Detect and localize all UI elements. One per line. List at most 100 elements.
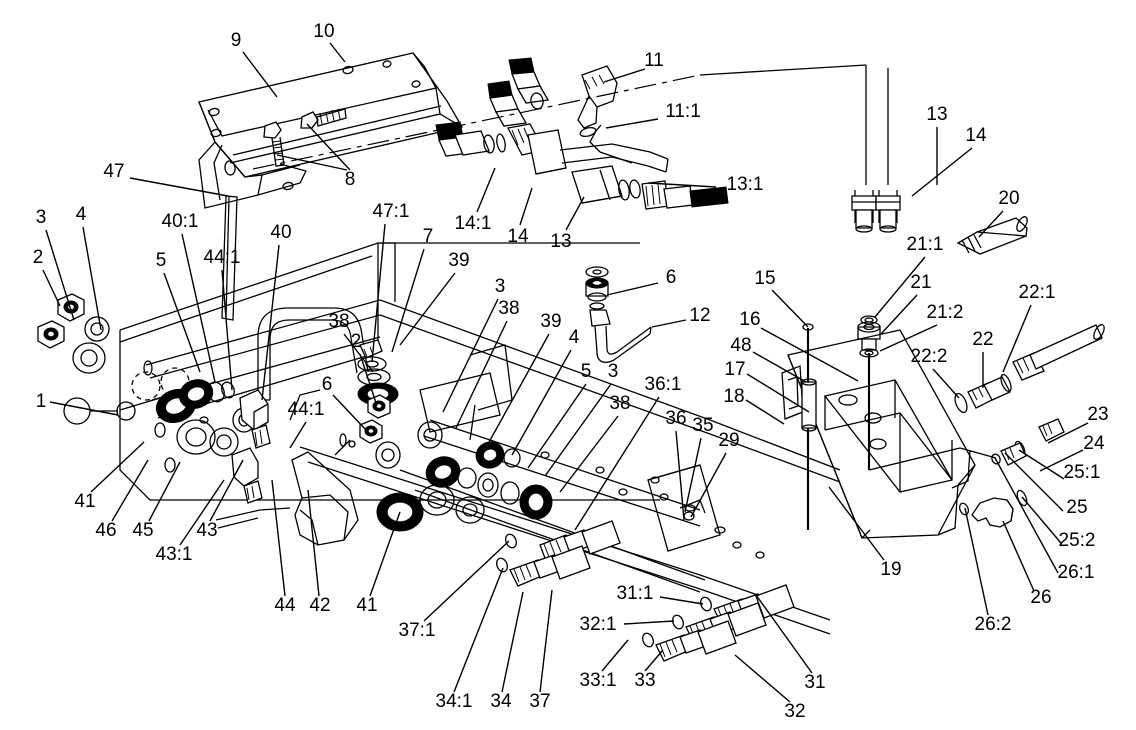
callout-38a: 38 (328, 311, 374, 373)
callout-number: 15 (754, 268, 775, 289)
leader-line (221, 269, 233, 391)
leader-line (651, 319, 687, 328)
callout-number: 24 (1083, 433, 1105, 454)
bracket-47 (221, 195, 238, 321)
callout-number: 5 (581, 361, 592, 382)
leader-line (369, 511, 401, 597)
leader-line (307, 489, 320, 597)
callout-32: 32 (734, 654, 806, 722)
leader-line (442, 298, 499, 413)
callout-number: 26:2 (975, 614, 1012, 635)
leader-line (391, 248, 425, 353)
callout-42: 42 (307, 489, 331, 616)
leader-line (90, 441, 145, 493)
callout-number: 32 (784, 701, 805, 722)
callout-number: 31:1 (617, 583, 654, 604)
callout-number: 20 (998, 188, 1019, 209)
callout-number: 21:2 (927, 302, 964, 323)
callout-7: 7 (391, 226, 434, 353)
callout-47: 47 (103, 161, 229, 197)
callout-34: 34 (490, 591, 524, 712)
callout-number: 22:2 (911, 346, 948, 367)
callout-number: 5 (156, 250, 167, 271)
callout-22:2: 22:2 (911, 346, 960, 399)
callout-number: 7 (423, 226, 434, 247)
callout-9: 9 (231, 30, 278, 98)
callout-25: 25 (1004, 452, 1088, 518)
callout-number: 37 (529, 691, 550, 712)
callout-31:1: 31:1 (617, 583, 704, 605)
leader-line (501, 591, 524, 693)
leader-line (565, 196, 585, 231)
hose-route-dashdot (252, 64, 889, 185)
callout-number: 39 (448, 250, 469, 271)
callout-number: 39 (540, 311, 561, 332)
leader-line (559, 415, 619, 493)
leader-line (1002, 304, 1032, 373)
callout-number: 4 (76, 204, 87, 225)
callout-number: 14 (965, 125, 987, 146)
callout-38c: 38 (559, 393, 631, 493)
callout-number: 32:1 (580, 614, 617, 635)
callout-13a: 13 (926, 104, 948, 185)
callout-4a: 4 (76, 204, 102, 331)
callout-10: 10 (313, 21, 346, 63)
callout-number: 36:1 (645, 374, 682, 395)
hose-fitting-cluster-top (435, 57, 729, 210)
leader-line (760, 327, 859, 382)
leader-line (111, 459, 149, 522)
callout-14a: 14 (911, 125, 987, 197)
leader-line (209, 459, 244, 522)
callout-5b: 5 (527, 361, 592, 469)
curved-tube-40 (257, 307, 369, 401)
leader-line (181, 233, 216, 383)
callout-26: 26 (1002, 520, 1052, 608)
callout-26:1: 26:1 (994, 457, 1094, 583)
callout-number: 34:1 (436, 691, 473, 712)
callout-46: 46 (95, 459, 149, 541)
leader-line (605, 118, 659, 129)
leader-line (511, 349, 572, 456)
callout-number: 10 (313, 21, 334, 42)
tray-bracket-assembly (198, 52, 464, 209)
leader-line (675, 430, 685, 521)
callout-number: 12 (689, 305, 710, 326)
callout-43:1: 43:1 (156, 479, 225, 565)
leader-line (734, 654, 791, 703)
callout-26:2: 26:2 (964, 507, 1012, 635)
callout-39b: 39 (477, 311, 562, 463)
callout-3a: 3 (36, 207, 75, 321)
leader-line (527, 383, 587, 469)
callout-12: 12 (651, 305, 711, 328)
leader-line (644, 649, 664, 672)
callout-11: 11 (603, 50, 664, 83)
leader-line (752, 351, 807, 383)
callout-number: 37:1 (399, 620, 436, 641)
callout-number: 46 (95, 520, 116, 541)
leader-line (745, 399, 785, 425)
callout-2b: 2 (351, 331, 378, 407)
callout-number: 11 (644, 50, 664, 71)
leader-line (332, 394, 367, 431)
leader-line (371, 223, 386, 363)
plug-cluster-bottom (496, 520, 795, 662)
callout-33:1: 33:1 (580, 639, 629, 691)
callout-40:1: 40:1 (162, 211, 216, 383)
small-fitting-cluster-right (959, 418, 1065, 528)
callout-number: 41 (74, 491, 95, 512)
callout-number: 48 (730, 335, 751, 356)
callout-number: 47:1 (373, 201, 410, 222)
leader-line (964, 507, 989, 616)
leader-line (647, 182, 717, 188)
leader-line (49, 401, 119, 416)
callout-number: 38 (498, 298, 519, 319)
leader-line (289, 421, 307, 449)
callout-number: 25 (1066, 497, 1087, 518)
callout-number: 38 (609, 393, 630, 414)
callout-44:1b: 44:1 (288, 399, 324, 449)
leader-line (179, 479, 225, 546)
callout-3b: 3 (442, 276, 505, 413)
leader-line (476, 167, 496, 213)
